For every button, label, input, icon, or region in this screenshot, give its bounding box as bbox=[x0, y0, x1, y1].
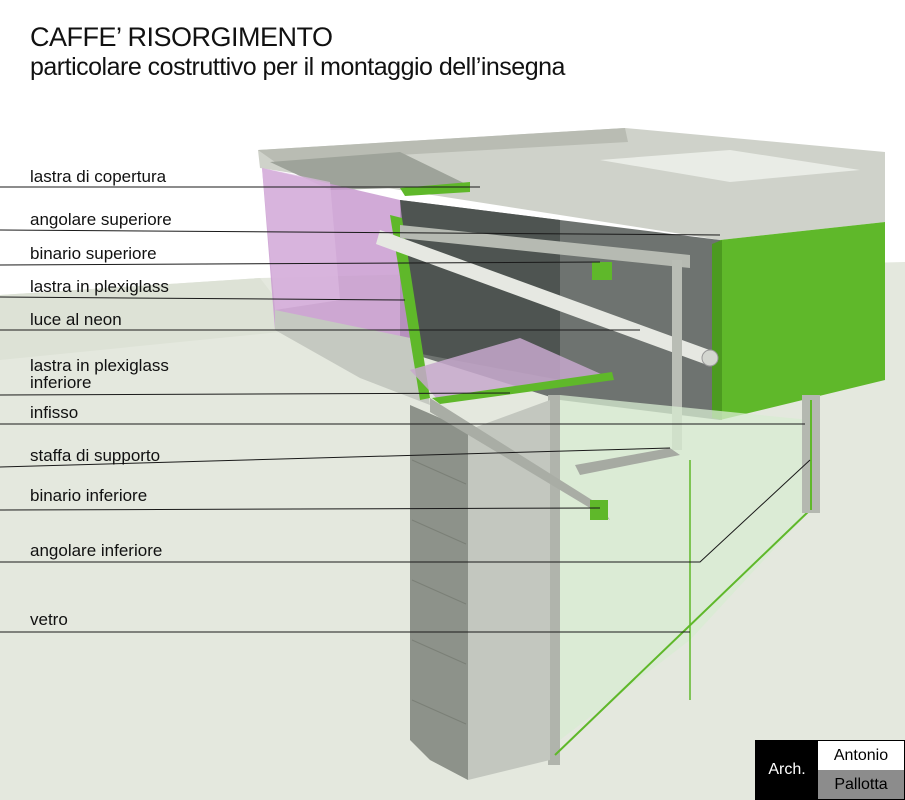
page-subtitle: particolare costruttivo per il montaggio… bbox=[30, 53, 565, 81]
neon-tube bbox=[376, 230, 715, 366]
credit-prefix: Arch. bbox=[756, 741, 818, 799]
label-angolare-inferiore: angolare inferiore bbox=[30, 541, 163, 560]
support-bracket bbox=[575, 448, 680, 475]
page-title: CAFFE’ RISORGIMENTO bbox=[30, 22, 333, 52]
label-infisso: infisso bbox=[30, 403, 79, 422]
label-binario-inferiore: binario inferiore bbox=[30, 486, 148, 505]
green-top-strip bbox=[400, 182, 470, 196]
support-post-a bbox=[672, 260, 682, 450]
credit-last-name: Pallotta bbox=[818, 770, 904, 799]
bottom-slab bbox=[275, 310, 430, 405]
credit-first-name: Antonio bbox=[818, 741, 904, 770]
label-angolare-superiore: angolare superiore bbox=[30, 210, 172, 229]
lower-plexiglass-sheet bbox=[410, 338, 610, 402]
architect-credit-box: Arch. Antonio Pallotta bbox=[755, 740, 905, 800]
green-end-panel-shade bbox=[712, 240, 722, 420]
leader-lines bbox=[0, 186, 811, 633]
label-staffa-di-supporto: staffa di supporto bbox=[30, 446, 161, 465]
label-vetro: vetro bbox=[30, 610, 68, 629]
roof-slab-top bbox=[258, 128, 628, 162]
lower-rail bbox=[430, 398, 610, 520]
roof-opening bbox=[600, 150, 860, 182]
green-frame-left bbox=[390, 215, 430, 400]
neon-tube-end bbox=[701, 349, 719, 367]
label-luce-al-neon: luce al neon bbox=[30, 310, 122, 329]
upper-rail bbox=[400, 225, 690, 268]
glass-pane bbox=[560, 395, 810, 740]
green-end-panel bbox=[720, 222, 885, 420]
upper-rail-green bbox=[592, 262, 612, 280]
label-lastra-di-copertura: lastra di copertura bbox=[30, 167, 167, 186]
column-side bbox=[468, 400, 550, 780]
plexiglass-side-highlight bbox=[262, 168, 340, 310]
label-binario-superiore: binario superiore bbox=[30, 244, 157, 263]
lower-rail-green bbox=[590, 500, 608, 520]
lower-green-edge bbox=[432, 372, 614, 404]
label-lastra-in-plexiglass-inferiore: lastra in plexiglass inferiore bbox=[30, 356, 169, 392]
label-lastra-in-plexiglass: lastra in plexiglass bbox=[30, 277, 169, 296]
